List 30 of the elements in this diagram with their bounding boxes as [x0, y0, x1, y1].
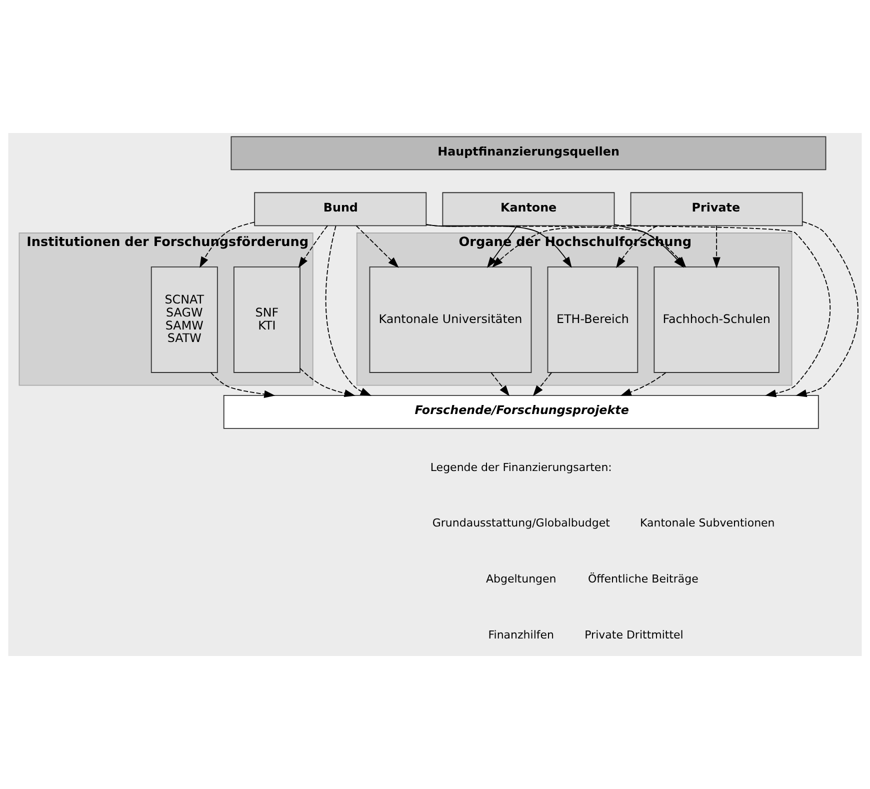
legend-label: Abgeltungen: [486, 572, 556, 586]
arrow: [490, 372, 510, 396]
arrow: [200, 222, 255, 268]
arrow: [712, 225, 720, 268]
arrow: [532, 372, 552, 396]
arrow: [298, 225, 328, 268]
legend-label: Öffentliche Beiträge: [588, 572, 698, 586]
node-box: Bund: [254, 192, 427, 226]
arrow: [426, 224, 572, 268]
legend-label: Finanzhilfen: [488, 628, 554, 642]
node-box: Fachhoch-Schulen: [654, 266, 780, 373]
node-box: Hauptfinanzierungsquellen: [230, 136, 826, 170]
arrow: [614, 224, 831, 398]
legend-label: Kantonale Subventionen: [640, 516, 775, 530]
arrow: [325, 225, 372, 396]
legend-label: Grundausstattung/Globalbudget: [432, 516, 610, 530]
node-box: Private: [630, 192, 803, 226]
node-box: Kantonale Universitäten: [369, 266, 532, 373]
node-box: SNF KTI: [233, 266, 300, 373]
node-box: SCNAT SAGW SAMW SATW: [150, 266, 218, 373]
arrow: [796, 221, 858, 398]
node-box: Kantone: [442, 192, 615, 226]
arrow: [300, 368, 356, 398]
legend-label: Private Drittmittel: [584, 628, 684, 642]
node-box: Forschende/Forschungsprojekte: [223, 394, 819, 429]
arrow: [356, 225, 399, 268]
node-box: ETH-Bereich: [547, 266, 638, 373]
label: Legende der Finanzierungsarten:: [430, 460, 612, 474]
arrow: [210, 372, 276, 398]
arrow: [620, 372, 666, 396]
